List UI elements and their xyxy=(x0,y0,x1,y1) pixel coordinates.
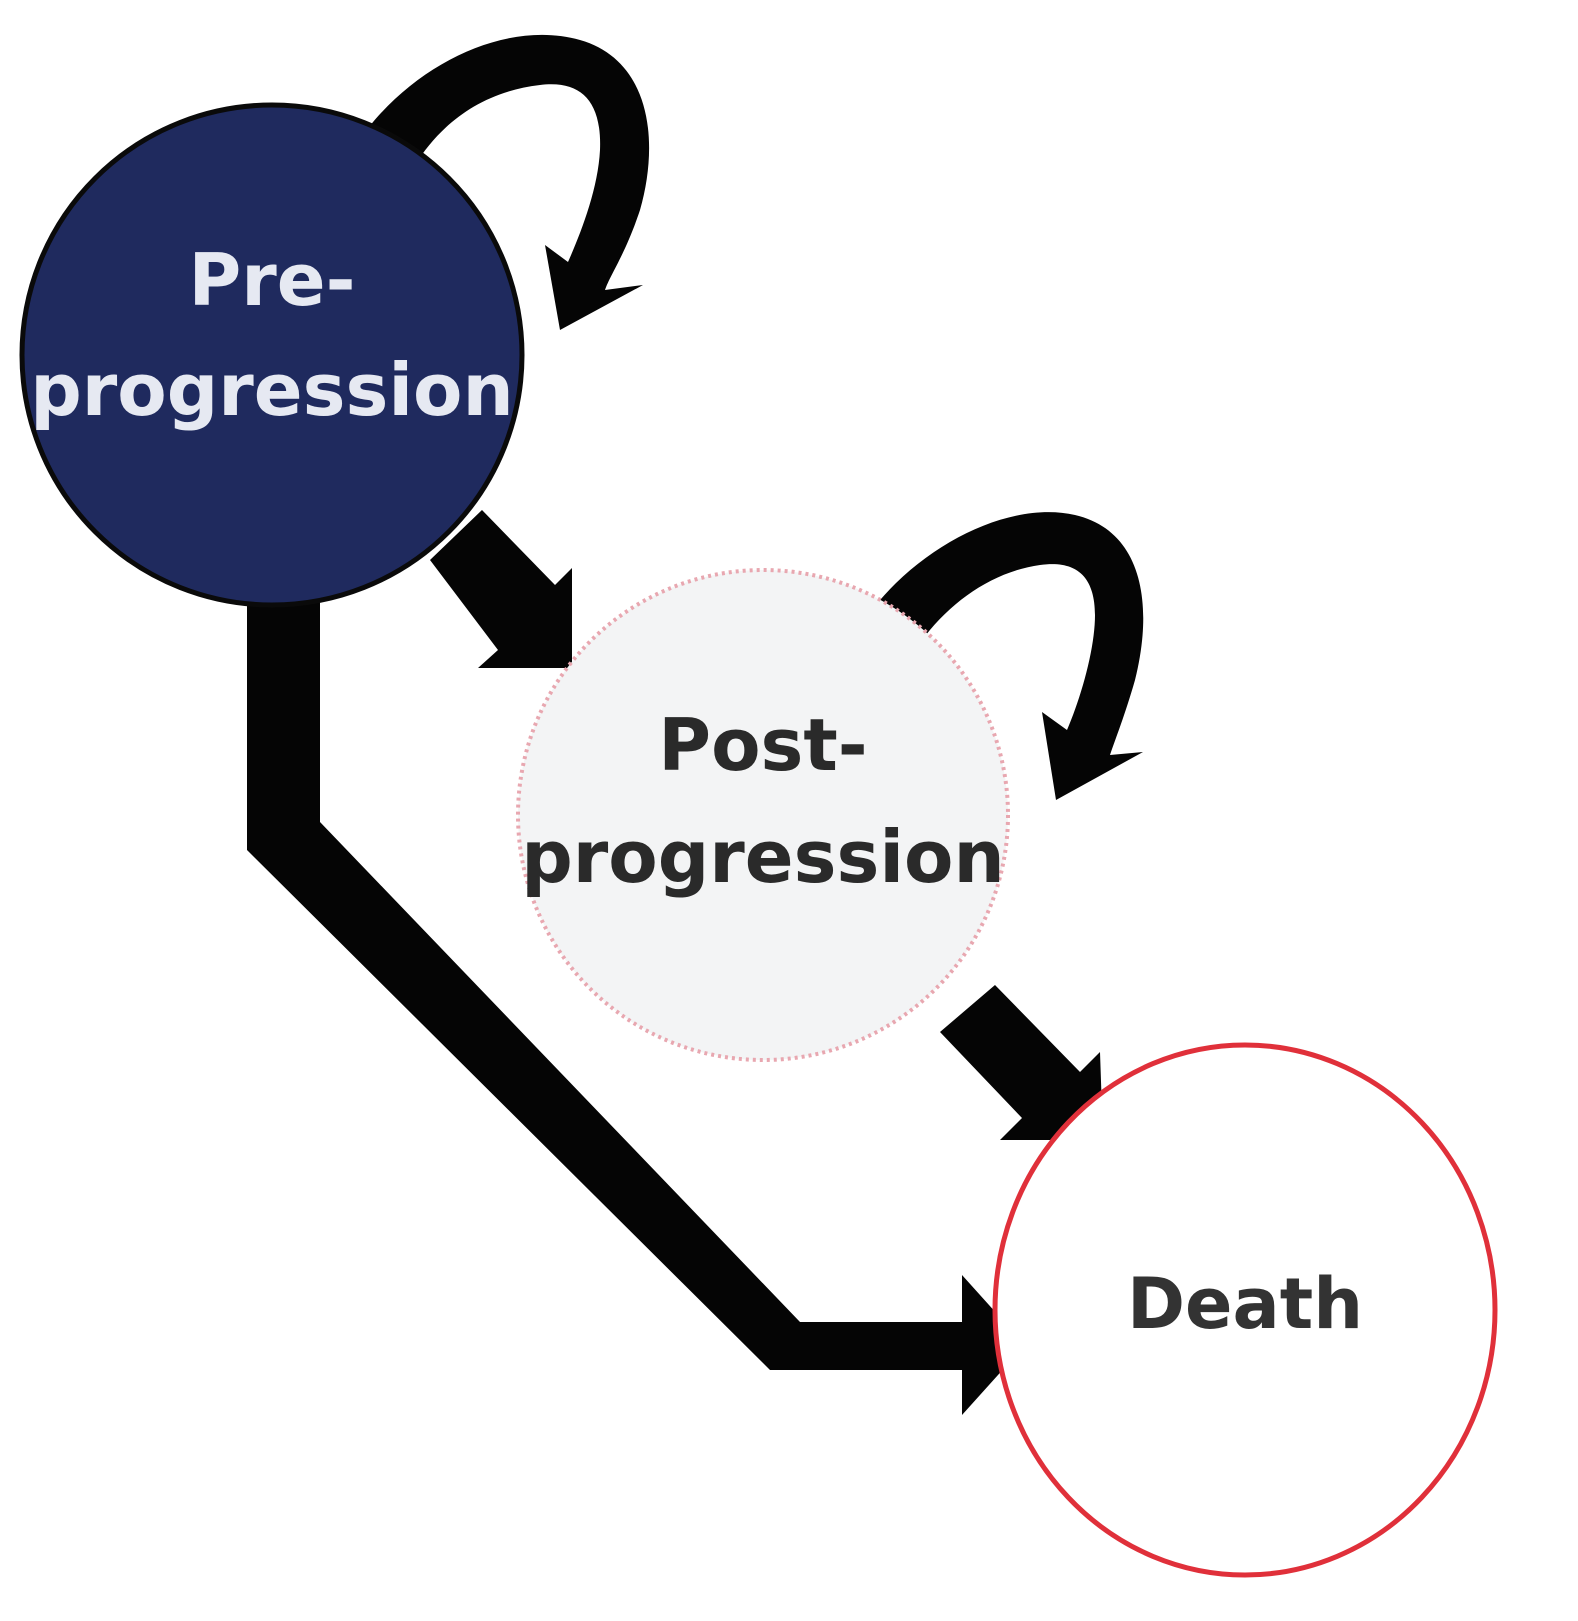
arrow-pre-to-post xyxy=(430,510,572,668)
node-post-label-line1: Post- xyxy=(658,703,867,787)
node-pre-progression: Pre- progression xyxy=(19,102,525,608)
node-post-label-line2: progression xyxy=(521,815,1005,899)
node-death: Death xyxy=(992,1042,1498,1578)
self-loop-arrow-pre xyxy=(365,34,650,331)
self-loop-arrow-post xyxy=(868,512,1144,800)
node-post-progression: Post- progression xyxy=(516,568,1010,1062)
arrow-pre-to-death xyxy=(247,600,1025,1415)
node-pre-label-line2: progression xyxy=(30,348,514,432)
node-pre-label-line1: Pre- xyxy=(189,238,356,322)
node-death-label: Death xyxy=(1127,1263,1363,1345)
arrow-post-to-death xyxy=(940,985,1103,1140)
